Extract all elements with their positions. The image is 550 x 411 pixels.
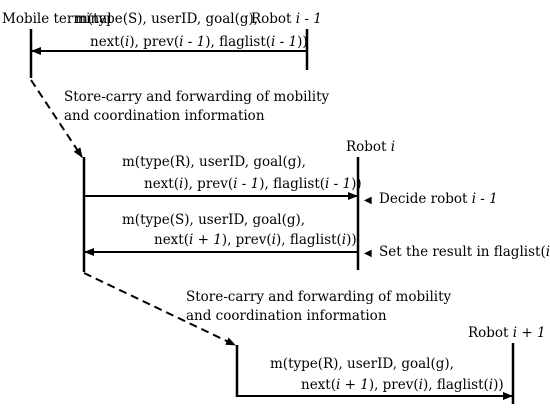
- message-2-line-2: next(i), prev(i - 1), flaglist(i - 1)): [144, 176, 362, 192]
- transfer-arrow-2: [83, 272, 236, 346]
- transfer-1-line-1: Store-carry and forwarding of mobility: [64, 89, 330, 105]
- transfer-2-line-1: Store-carry and forwarding of mobility: [186, 289, 452, 305]
- message-2-line-1: m(type(R), userID, goal(g),: [122, 154, 306, 170]
- actor-robot-prev: Robot i - 1: [251, 11, 322, 27]
- actor-robot-next: Robot i + 1: [468, 325, 546, 341]
- set-result-note-marker: ◀: [364, 248, 372, 259]
- actor-mobile-terminal: Mobile terminal: [2, 11, 112, 27]
- transfer-2-line-2: and coordination information: [186, 308, 387, 324]
- transfer-1-line-2: and coordination information: [64, 108, 265, 124]
- set-result-note: Set the result in flaglist(i): [379, 244, 550, 260]
- message-3-line-1: m(type(S), userID, goal(g),: [122, 212, 305, 228]
- message-4-line-2: next(i + 1), prev(i), flaglist(i)): [301, 377, 504, 393]
- actor-robot-current: Robot i: [346, 139, 395, 155]
- message-3-line-2: next(i + 1), prev(i), flaglist(i)): [154, 232, 357, 248]
- decide-note: Decide robot i - 1: [379, 191, 498, 207]
- message-1-line-1: m(type(S), userID, goal(g),: [75, 11, 258, 27]
- message-1-line-2: next(i), prev(i - 1), flaglist(i - 1)): [90, 34, 308, 50]
- transfer-arrow-1: [30, 79, 83, 158]
- decide-note-marker: ◀: [364, 195, 372, 206]
- message-4-line-1: m(type(R), userID, goal(g),: [270, 356, 454, 372]
